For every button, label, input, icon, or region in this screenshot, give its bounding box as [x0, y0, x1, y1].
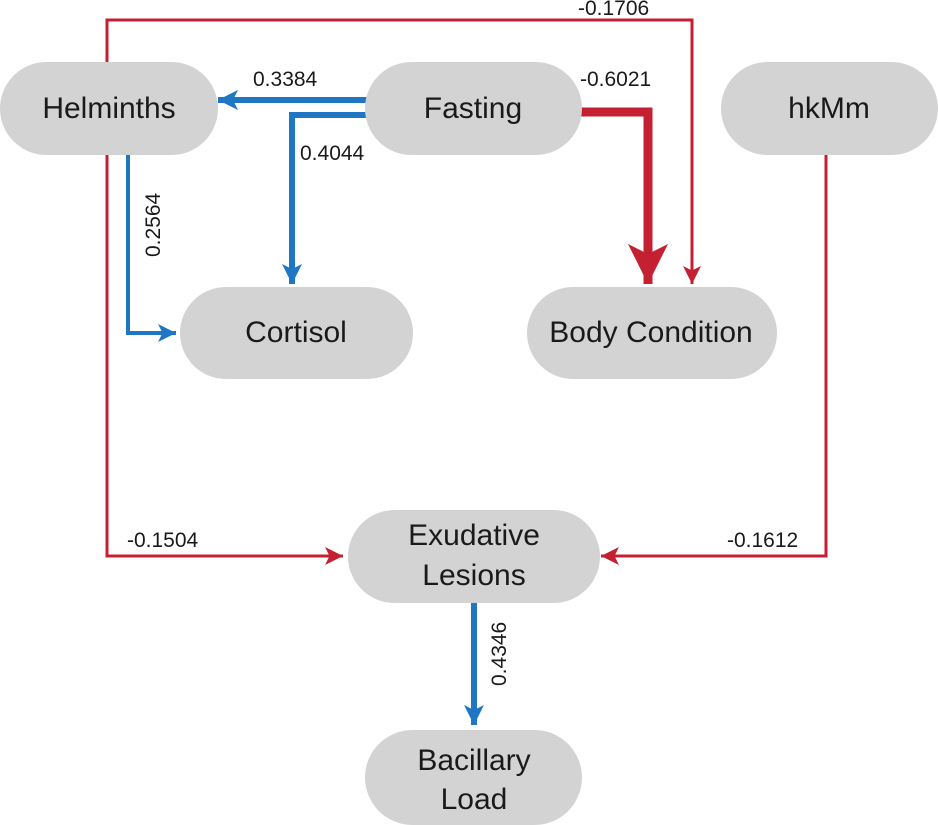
node-cortisol: Cortisol [180, 287, 413, 379]
coef-label-helminths-cortisol: 0.2564 [142, 192, 165, 257]
node-body-condition-label: Body Condition [549, 316, 752, 349]
node-body-condition: Body Condition [527, 287, 777, 379]
edge-fasting-cortisol [282, 112, 370, 284]
node-exudative-lesions-label-line2: Lesions [422, 559, 525, 592]
edge-fasting-body-condition [575, 107, 668, 284]
node-helminths-label: Helminths [42, 92, 175, 125]
node-exudative-lesions: Exudative Lesions [348, 510, 600, 603]
edge-helminths-exudative-lesions [105, 155, 343, 565]
node-fasting-label: Fasting [424, 92, 522, 125]
coef-label-exudative-lesions-bacillary-load: 0.4346 [488, 622, 511, 686]
node-bacillary-load-label-line1: Bacillary [417, 744, 530, 777]
coef-label-helminths-exudative-lesions: -0.1504 [127, 529, 199, 552]
node-exudative-lesions-label-line1: Exudative [408, 519, 540, 552]
node-fasting: Fasting [365, 62, 582, 155]
node-hkmm: hkMm [721, 62, 938, 155]
node-hkmm-label: hkMm [788, 92, 870, 125]
node-bacillary-load-label-line2: Load [441, 783, 508, 816]
node-bacillary-load: Bacillary Load [365, 730, 582, 825]
edge-helminths-cortisol [126, 155, 176, 342]
coef-label-fasting-helminths: 0.3384 [253, 68, 318, 91]
coef-label-fasting-cortisol: 0.4044 [300, 142, 365, 165]
coef-label-helminths-body-condition: -0.1706 [578, 0, 649, 20]
coef-label-hkmm-exudative-lesions: -0.1612 [727, 529, 798, 552]
edge-hkmm-exudative-lesions [601, 155, 828, 565]
coef-label-fasting-body-condition: -0.6021 [580, 68, 651, 91]
node-helminths: Helminths [0, 62, 218, 155]
edge-helminths-body-condition [105, 18, 701, 284]
node-cortisol-label: Cortisol [245, 316, 347, 349]
